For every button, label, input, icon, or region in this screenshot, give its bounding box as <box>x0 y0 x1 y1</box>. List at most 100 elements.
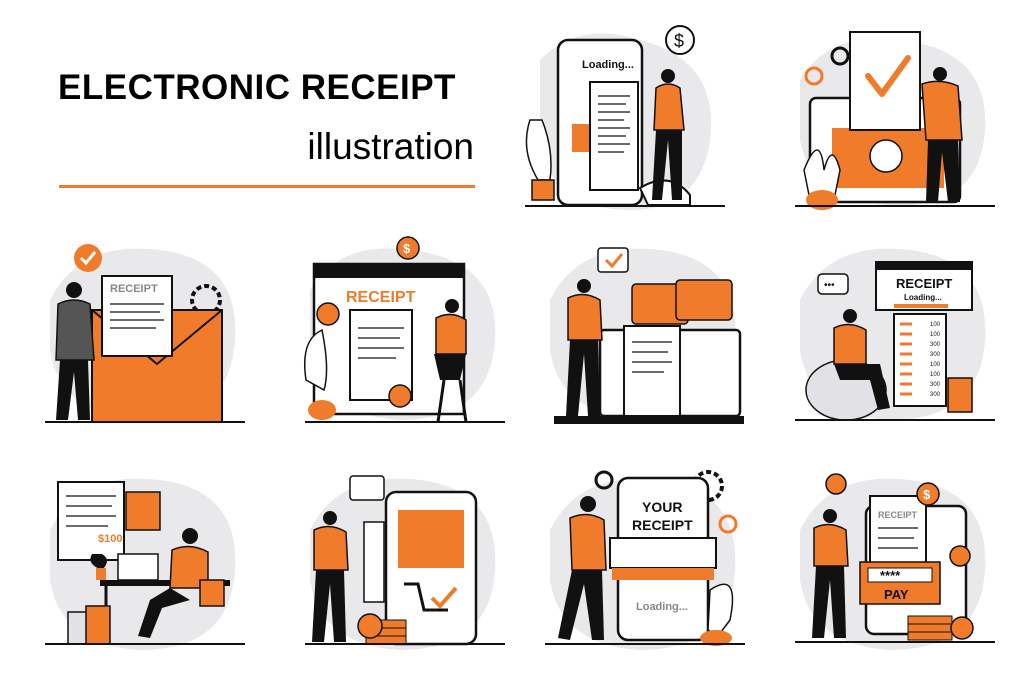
scene-7-illustration: $100 <box>45 478 245 650</box>
loading-text: Loading... <box>636 601 688 613</box>
receipt-paper <box>363 521 385 603</box>
card-icon <box>675 279 733 321</box>
plant-pot <box>531 179 555 201</box>
page-title: ELECTRONIC RECEIPT <box>58 68 456 107</box>
check-icon <box>79 251 97 266</box>
man-shirt <box>567 293 603 341</box>
scene-browser-receipt: RECEIPT $ <box>300 230 510 440</box>
shopping-bag <box>85 605 111 645</box>
man-head <box>323 511 337 525</box>
man-head <box>66 282 82 298</box>
amount-6: 100 <box>930 372 941 378</box>
speech-bubble <box>817 273 849 295</box>
check-badge <box>74 244 102 272</box>
scene-10-illustration: RECEIPT **** PAY $ <box>795 473 995 650</box>
plant <box>803 149 841 201</box>
desk-top <box>100 580 230 586</box>
browser-titlebar <box>876 262 972 270</box>
receipt-paper <box>101 275 173 357</box>
coin-icon <box>825 473 847 495</box>
woman-legs <box>834 364 890 410</box>
receipt-label: RECEIPT <box>110 283 158 295</box>
loading-text: Loading... <box>904 293 942 302</box>
scene-your-receipt-phone: YOUR RECEIPT Loading... <box>540 460 750 670</box>
coin-stack <box>907 615 953 641</box>
pay-button[interactable]: PAY <box>884 587 909 602</box>
bubble-dots: ••• <box>824 280 835 291</box>
page-subtitle: illustration <box>307 126 474 167</box>
man-legs <box>566 340 600 416</box>
speech-bubble <box>349 475 385 501</box>
amount-3: 300 <box>930 342 941 348</box>
your-text: YOUR <box>642 499 682 515</box>
woman-head <box>182 528 198 544</box>
receipt-lines <box>110 303 164 329</box>
man-head <box>823 509 837 523</box>
man-shirt <box>813 523 849 567</box>
avatar-circle <box>869 139 903 173</box>
cart-icon <box>404 582 448 612</box>
amount-8: 300 <box>930 392 941 398</box>
coin-icon <box>916 482 940 506</box>
progress-bar <box>894 304 948 308</box>
scene-6-illustration: RECEIPT Loading... ••• 100 100 300 300 1… <box>795 248 995 421</box>
scene-2-illustration <box>795 31 995 210</box>
receipt-lines <box>878 527 918 549</box>
receipt-lines <box>632 341 672 373</box>
man-shirt <box>55 299 95 361</box>
woman-shirt <box>653 83 685 131</box>
stool-leg <box>436 379 446 423</box>
amount-5: 100 <box>930 362 941 368</box>
scene-phone-loading-receipt: Loading... $ <box>520 20 730 230</box>
woman-legs <box>138 588 190 638</box>
man-legs <box>926 140 960 202</box>
check-icon <box>604 253 624 269</box>
scene-envelope-receipt: RECEIPT <box>40 230 250 440</box>
scene-4-illustration: RECEIPT $ <box>304 236 505 423</box>
scene-1-illustration: Loading... $ <box>525 25 725 211</box>
man-legs <box>812 566 846 638</box>
receipt-text: RECEIPT <box>632 517 693 533</box>
receipt-title: RECEIPT <box>346 289 416 306</box>
shopping-bag <box>947 377 973 413</box>
receipt-amount-list: 100 100 300 300 100 100 300 300 <box>900 322 941 398</box>
amount-1: 100 <box>930 322 941 328</box>
man-shirt <box>313 525 349 571</box>
man-legs <box>56 360 90 420</box>
woman-shirt <box>435 313 467 355</box>
receipt-amount: $100 <box>98 533 122 545</box>
dollar-sign: $ <box>674 31 684 51</box>
receipt-paper <box>349 309 413 401</box>
stool-leg <box>458 379 468 423</box>
title-underline <box>59 185 475 188</box>
loading-text: Loading... <box>582 59 634 71</box>
scene-8-illustration <box>305 475 505 650</box>
man-head <box>933 67 947 81</box>
plant-pot <box>308 400 336 420</box>
coin-icon <box>388 384 412 408</box>
coin-icon <box>950 616 974 640</box>
woman-legs <box>652 130 682 200</box>
amount-4: 300 <box>930 352 941 358</box>
gear-icon <box>830 46 850 66</box>
receipt-lines <box>358 327 404 359</box>
coin-symbol: $ <box>923 487 931 502</box>
scene-receipt-pay: RECEIPT **** PAY $ <box>790 460 1000 670</box>
woman-legs <box>434 354 466 380</box>
laptop-base <box>554 416 744 424</box>
plant-pot <box>96 568 106 580</box>
woman-shirt <box>569 513 607 571</box>
man-shirt <box>921 80 963 141</box>
woman-head <box>843 309 857 323</box>
chair <box>199 579 225 607</box>
check-icon <box>865 55 911 97</box>
amount-2: 100 <box>930 332 941 338</box>
coin-icon <box>396 236 420 260</box>
scene-receipt-loading-list: RECEIPT Loading... ••• 100 100 300 300 1… <box>790 230 1000 440</box>
plant <box>304 328 328 392</box>
scene-3-illustration: RECEIPT <box>45 244 245 423</box>
gear-icon <box>594 470 614 490</box>
receipt-paper <box>623 325 681 417</box>
receipt-lines <box>598 95 630 153</box>
pin-mask: **** <box>880 568 901 583</box>
